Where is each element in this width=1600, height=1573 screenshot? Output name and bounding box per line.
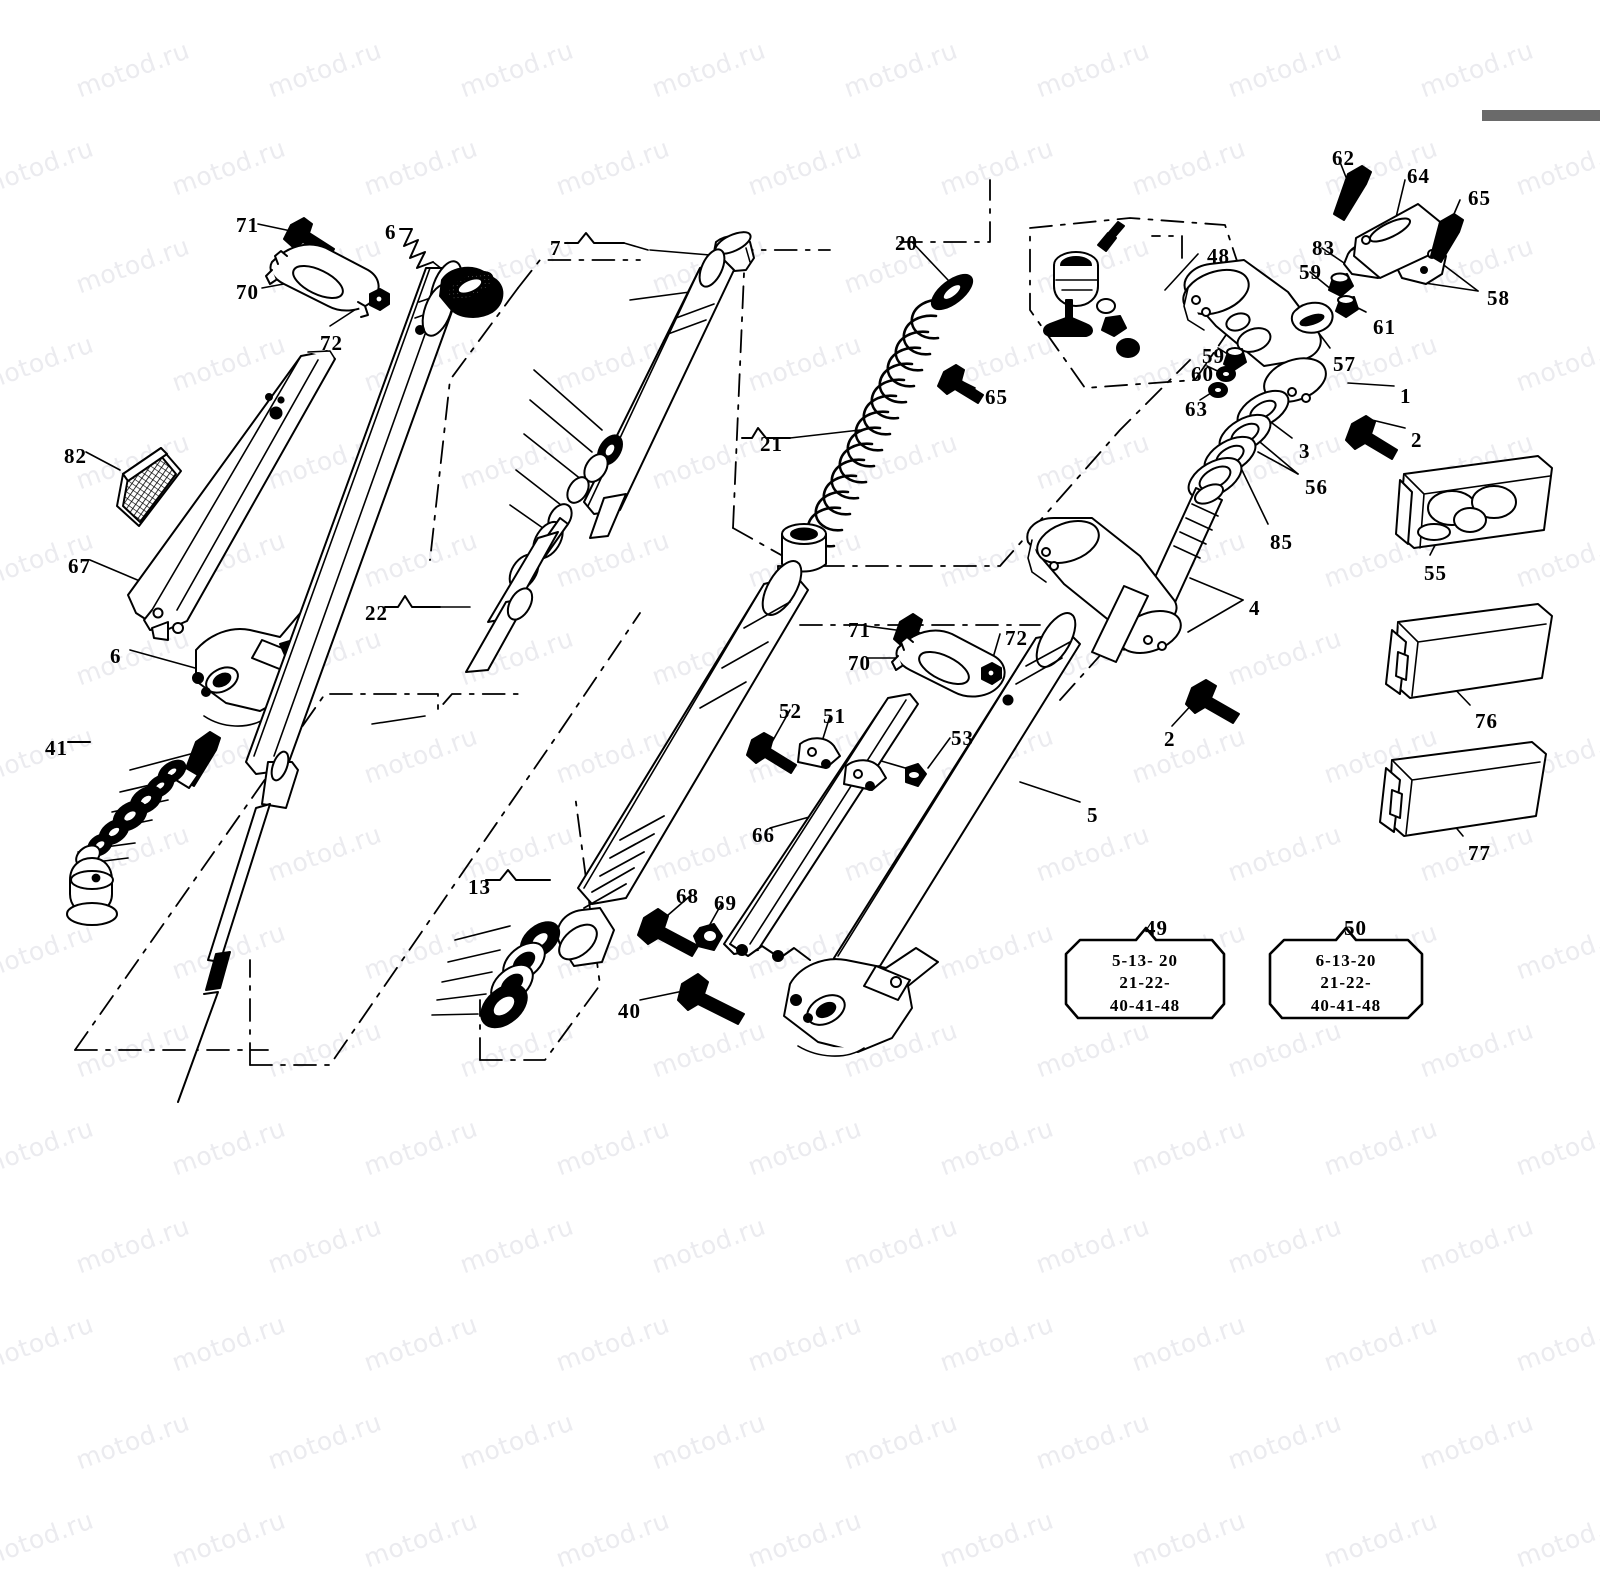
callout-72-left: 72 <box>320 331 343 355</box>
watermark-text: motod.ru <box>0 1505 98 1573</box>
note-line: 5-13- 20 <box>1111 951 1179 970</box>
watermark-text: motod.ru <box>0 1211 1 1279</box>
callout-59-top: 59 <box>1299 260 1322 284</box>
watermark-text: motod.ru <box>648 1407 770 1476</box>
watermark-text: motod.ru <box>1320 1309 1442 1378</box>
callout-13: 13 <box>468 875 491 899</box>
note-line: 40-41-48 <box>1310 995 1382 1015</box>
note-50: 6-13-20 21-22-40-41-48 <box>1270 940 1422 1018</box>
watermark-text: motod.ru <box>360 1309 482 1378</box>
watermark-text: motod.ru <box>168 1309 290 1378</box>
watermark-text: motod.ru <box>840 1407 962 1476</box>
callout-77: 77 <box>1468 841 1491 865</box>
callout-56: 56 <box>1305 475 1328 499</box>
callout-60: 60 <box>1191 362 1214 386</box>
note-line: 40-41-48 <box>1109 995 1181 1015</box>
callout-69: 69 <box>714 891 737 915</box>
callout-20: 20 <box>895 231 918 255</box>
top-right-gray-bar <box>1482 110 1600 121</box>
callout-83: 83 <box>1312 236 1335 260</box>
callout-70-left: 70 <box>236 280 259 304</box>
watermark-text: motod.ru <box>936 1505 1058 1573</box>
watermark-text: motod.ru <box>72 1211 194 1280</box>
callout-53: 53 <box>951 726 974 750</box>
watermark-text: motod.ru <box>1320 1505 1442 1573</box>
callout-63: 63 <box>1185 397 1208 421</box>
watermark-text: motod.ru <box>1128 1505 1250 1573</box>
callout-71-right: 71 <box>848 618 871 642</box>
callout-61: 61 <box>1373 315 1396 339</box>
watermark-text: motod.ru <box>1512 1505 1600 1573</box>
callout-49: 49 <box>1145 916 1168 940</box>
callout-3: 3 <box>1299 439 1311 463</box>
watermark-text: motod.ru <box>936 1309 1058 1378</box>
callout-7: 7 <box>550 236 562 260</box>
callout-76: 76 <box>1475 709 1498 733</box>
callout-67: 67 <box>68 554 91 578</box>
callout-41: 41 <box>45 736 68 760</box>
callout-2-bottom: 2 <box>1164 727 1176 751</box>
watermark-text: motod.ru <box>552 1505 674 1573</box>
callout-1: 1 <box>1400 384 1412 408</box>
callout-52: 52 <box>779 699 802 723</box>
callout-66: 66 <box>752 823 775 847</box>
watermark-text: motod.ru <box>1224 1211 1346 1280</box>
note-49: 5-13- 20 21-22-40-41-48 <box>1066 940 1224 1018</box>
note-line: 21-22- <box>1320 973 1372 993</box>
callout-68: 68 <box>676 884 699 908</box>
watermark-text: motod.ru <box>1416 1211 1538 1280</box>
watermark-text: motod.ru <box>1032 1407 1154 1476</box>
callout-6-left: 6 <box>110 644 122 668</box>
watermark-text: motod.ru <box>1224 1407 1346 1476</box>
note-line: 21-22- <box>1119 973 1171 993</box>
callout-2-top: 2 <box>1411 428 1423 452</box>
watermark-text: motod.ru <box>264 1211 386 1280</box>
callout-51: 51 <box>823 704 846 728</box>
watermark-text: motod.ru <box>168 1505 290 1573</box>
callout-64: 64 <box>1407 164 1430 188</box>
callout-55: 55 <box>1424 561 1447 585</box>
watermark-text: motod.ru <box>456 1211 578 1280</box>
note-lines: 5-13- 20 21-22-40-41-48 <box>1066 940 1224 1017</box>
watermark-text: motod.ru <box>1128 1309 1250 1378</box>
callout-65-mid: 65 <box>985 385 1008 409</box>
callout-70-right: 70 <box>848 651 871 675</box>
note-lines: 6-13-20 21-22-40-41-48 <box>1270 940 1422 1017</box>
callout-82: 82 <box>64 444 87 468</box>
watermark-text: motod.ru <box>1512 1309 1600 1378</box>
watermark-text: motod.ru <box>72 1407 194 1476</box>
callout-85: 85 <box>1270 530 1293 554</box>
callout-22: 22 <box>365 601 388 625</box>
watermark-text: motod.ru <box>1416 1407 1538 1476</box>
callout-72-right: 72 <box>1005 626 1028 650</box>
watermark-text: motod.ru <box>264 1407 386 1476</box>
callout-59-mid: 59 <box>1202 344 1225 368</box>
callout-4: 4 <box>1249 596 1261 620</box>
callout-5: 5 <box>1087 803 1099 827</box>
exploded-diagram-artwork <box>0 0 1600 1200</box>
watermark-text: motod.ru <box>0 1309 98 1378</box>
watermark-text: motod.ru <box>552 1309 674 1378</box>
callout-62: 62 <box>1332 146 1355 170</box>
watermark-text: motod.ru <box>360 1505 482 1573</box>
callout-48: 48 <box>1207 244 1230 268</box>
note-line: 6-13-20 <box>1315 951 1377 970</box>
callout-6-top: 6 <box>385 220 397 244</box>
callout-21: 21 <box>760 432 783 456</box>
callout-58: 58 <box>1487 286 1510 310</box>
watermark-text: motod.ru <box>0 1407 1 1475</box>
callout-50: 50 <box>1344 916 1367 940</box>
watermark-text: motod.ru <box>648 1211 770 1280</box>
watermark-text: motod.ru <box>840 1211 962 1280</box>
watermark-text: motod.ru <box>1032 1211 1154 1280</box>
callout-57: 57 <box>1333 352 1356 376</box>
callout-40: 40 <box>618 999 641 1023</box>
callout-65-right: 65 <box>1468 186 1491 210</box>
watermark-text: motod.ru <box>456 1407 578 1476</box>
watermark-text: motod.ru <box>744 1309 866 1378</box>
callout-71-left: 71 <box>236 213 259 237</box>
watermark-text: motod.ru <box>744 1505 866 1573</box>
